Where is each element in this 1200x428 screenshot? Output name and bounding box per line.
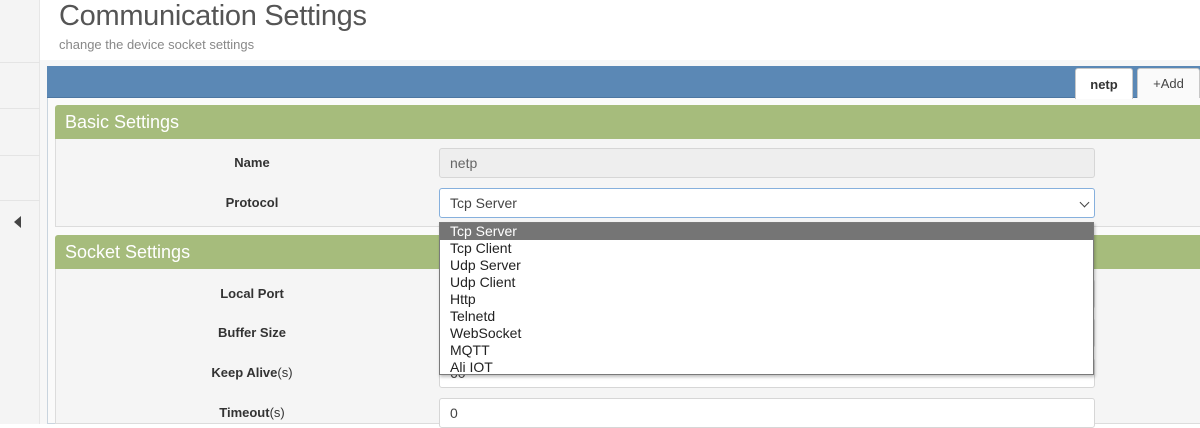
timeout-label-text: Timeout (219, 405, 270, 420)
protocol-option-tcp-server[interactable]: Tcp Server (440, 223, 1093, 240)
buffer-size-label: Buffer Size (218, 325, 286, 340)
protocol-option-tcp-client[interactable]: Tcp Client (450, 240, 512, 256)
protocol-option-mqtt[interactable]: MQTT (450, 342, 490, 358)
page-title: Communication Settings (59, 0, 367, 32)
rail-divider (0, 200, 40, 201)
collapse-arrow-icon[interactable] (14, 216, 21, 228)
protocol-option-websocket[interactable]: WebSocket (450, 325, 522, 341)
add-tab-button[interactable]: +Add (1137, 68, 1200, 98)
protocol-option-udp-client[interactable]: Udp Client (450, 274, 516, 290)
rail-divider (0, 155, 40, 156)
protocol-option-http[interactable]: Http (450, 291, 476, 307)
keep-alive-unit: (s) (277, 365, 293, 380)
protocol-select[interactable]: Tcp Server (439, 188, 1095, 218)
tab-bar (47, 66, 1200, 98)
left-rail (0, 0, 40, 424)
local-port-label: Local Port (220, 286, 284, 301)
protocol-selected-value: Tcp Server (450, 195, 517, 211)
name-label: Name (234, 155, 270, 170)
basic-settings-header: Basic Settings (55, 105, 1200, 139)
timeout-unit: (s) (269, 405, 285, 420)
protocol-label: Protocol (225, 195, 279, 210)
keep-alive-label-text: Keep Alive (211, 365, 278, 380)
name-field: netp (439, 148, 1095, 178)
rail-divider (0, 108, 40, 109)
rail-divider (0, 62, 40, 63)
page-subtitle: change the device socket settings (59, 37, 255, 52)
protocol-option-udp-server[interactable]: Udp Server (450, 257, 521, 273)
chevron-down-icon (1079, 197, 1090, 208)
keep-alive-label: Keep Alive(s) (167, 365, 337, 380)
protocol-option-ali-iot[interactable]: Ali IOT (450, 359, 493, 375)
name-value: netp (450, 155, 478, 171)
protocol-option-telnetd[interactable]: Telnetd (450, 308, 496, 324)
timeout-label: Timeout(s) (167, 405, 337, 420)
protocol-dropdown-list: Tcp Server Tcp Client Udp Server Udp Cli… (439, 222, 1094, 375)
timeout-value: 0 (450, 405, 458, 421)
tab-netp[interactable]: netp (1075, 68, 1133, 99)
